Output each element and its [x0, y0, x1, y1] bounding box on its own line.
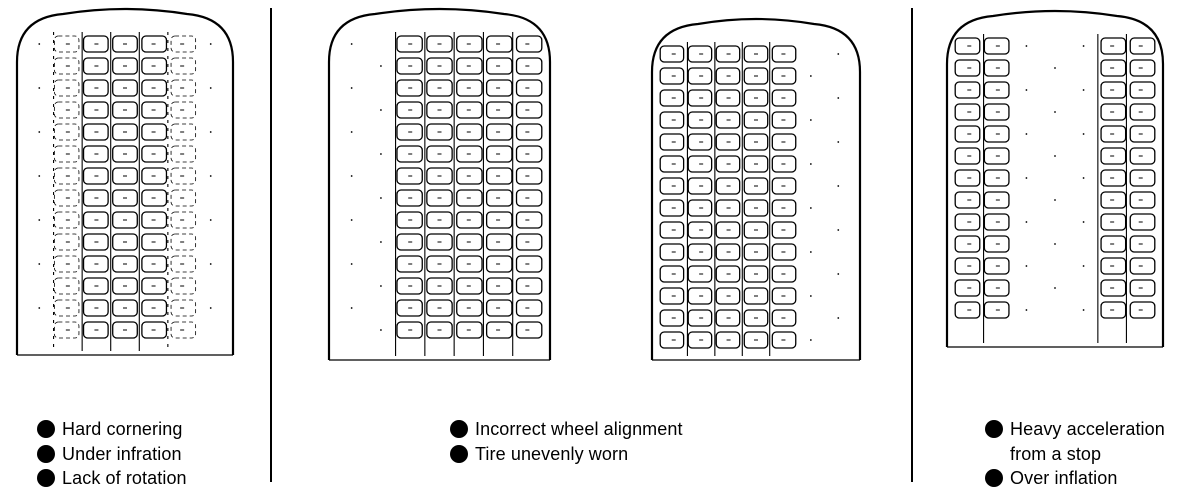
- wear-speck: [210, 219, 212, 221]
- wear-speck: [1054, 67, 1056, 69]
- wear-speck: [351, 43, 353, 45]
- wear-speck: [1054, 243, 1056, 245]
- wear-speck: [380, 285, 382, 287]
- bullet-icon: [37, 469, 55, 487]
- cause-text: Tire unevenly worn: [475, 444, 628, 464]
- wear-speck: [38, 87, 40, 89]
- wear-speck: [38, 307, 40, 309]
- wear-speck: [1054, 111, 1056, 113]
- cause-item: Lack of rotation: [37, 466, 187, 491]
- wear-speck: [1026, 221, 1028, 223]
- wear-speck: [38, 263, 40, 265]
- bullet-icon: [985, 469, 1003, 487]
- wear-speck: [1026, 89, 1028, 91]
- wear-speck: [1083, 45, 1085, 47]
- cause-item: Under infration: [37, 442, 187, 467]
- wear-speck: [38, 43, 40, 45]
- wear-speck: [1083, 133, 1085, 135]
- cause-item: Heavy acceleration: [985, 417, 1165, 442]
- wear-speck: [837, 229, 839, 231]
- wear-speck: [210, 131, 212, 133]
- bullet-icon: [450, 445, 468, 463]
- cause-text: Over inflation: [1010, 468, 1117, 488]
- cause-list-side-wear: Incorrect wheel alignment Tire unevenly …: [450, 417, 683, 466]
- wear-speck: [380, 153, 382, 155]
- cause-list-shoulder-wear: Hard cornering Under infration Lack of r…: [37, 417, 187, 491]
- wear-speck: [837, 317, 839, 319]
- wear-speck: [1026, 309, 1028, 311]
- wear-speck: [210, 307, 212, 309]
- cause-item: Hard cornering: [37, 417, 187, 442]
- wear-speck: [380, 65, 382, 67]
- wear-speck: [1083, 309, 1085, 311]
- tire-other-side-wear-illustration: [650, 20, 862, 360]
- bullet-icon: [37, 445, 55, 463]
- cause-text: Incorrect wheel alignment: [475, 419, 683, 439]
- cause-item-continuation: from a stop: [985, 442, 1165, 467]
- wear-speck: [1054, 287, 1056, 289]
- wear-speck: [210, 87, 212, 89]
- wear-speck: [810, 207, 812, 209]
- wear-speck: [380, 329, 382, 331]
- wear-speck: [351, 175, 353, 177]
- cause-item: Over inflation: [985, 466, 1165, 491]
- wear-speck: [1083, 89, 1085, 91]
- tire-shoulder-wear-illustration: [15, 10, 235, 355]
- wear-speck: [1026, 45, 1028, 47]
- wear-speck: [210, 43, 212, 45]
- wear-speck: [351, 307, 353, 309]
- wear-speck: [1083, 265, 1085, 267]
- wear-speck: [351, 219, 353, 221]
- wear-speck: [837, 53, 839, 55]
- wear-speck: [1026, 265, 1028, 267]
- panel-divider-left: [270, 8, 272, 482]
- bullet-icon: [450, 420, 468, 438]
- cause-list-center-wear: Heavy acceleration from a stop Over infl…: [985, 417, 1165, 491]
- wear-speck: [210, 263, 212, 265]
- wear-speck: [837, 97, 839, 99]
- wear-speck: [1054, 155, 1056, 157]
- tire-center-wear-illustration: [945, 12, 1165, 347]
- cause-text: Hard cornering: [62, 419, 182, 439]
- wear-speck: [380, 197, 382, 199]
- wear-speck: [38, 175, 40, 177]
- wear-speck: [837, 273, 839, 275]
- wear-speck: [380, 109, 382, 111]
- cause-text: Heavy acceleration: [1010, 419, 1165, 439]
- wear-speck: [810, 251, 812, 253]
- cause-text: Lack of rotation: [62, 468, 187, 488]
- wear-speck: [810, 119, 812, 121]
- panel-divider-right: [911, 8, 913, 482]
- wear-speck: [1083, 221, 1085, 223]
- wear-speck: [351, 87, 353, 89]
- bullet-icon: [985, 420, 1003, 438]
- wear-speck: [810, 75, 812, 77]
- bullet-icon: [37, 420, 55, 438]
- wear-speck: [1054, 199, 1056, 201]
- wear-speck: [837, 141, 839, 143]
- wear-speck: [38, 131, 40, 133]
- wear-speck: [38, 219, 40, 221]
- wear-speck: [837, 185, 839, 187]
- wear-speck: [1083, 177, 1085, 179]
- cause-text: from a stop: [1010, 444, 1101, 464]
- tire-outline: [17, 9, 233, 355]
- wear-speck: [1026, 177, 1028, 179]
- cause-text: Under infration: [62, 444, 182, 464]
- wear-speck: [810, 163, 812, 165]
- wear-speck: [1026, 133, 1028, 135]
- wear-speck: [351, 263, 353, 265]
- cause-item: Tire unevenly worn: [450, 442, 683, 467]
- wear-speck: [810, 339, 812, 341]
- wear-speck: [380, 241, 382, 243]
- cause-item: Incorrect wheel alignment: [450, 417, 683, 442]
- wear-speck: [810, 295, 812, 297]
- tire-one-side-wear-illustration: [327, 10, 552, 360]
- wear-speck: [351, 131, 353, 133]
- wear-speck: [210, 175, 212, 177]
